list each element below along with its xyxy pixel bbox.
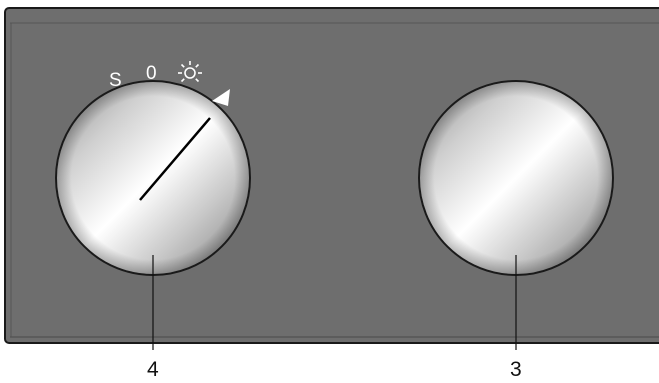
knob-left-shade xyxy=(57,82,249,274)
triangle-right-icon xyxy=(212,89,230,106)
dial-label-zero: 0 xyxy=(146,63,157,84)
knob-right-shade xyxy=(420,82,612,274)
selector-knob-left[interactable] xyxy=(55,80,251,350)
knob-right[interactable] xyxy=(418,80,614,350)
callout-number-right: 3 xyxy=(510,358,522,381)
bulb-icon xyxy=(178,61,202,83)
callout-number-left: 4 xyxy=(147,358,159,381)
dial-label-s: S xyxy=(109,70,122,91)
knob-left-pointer-line xyxy=(139,117,211,201)
